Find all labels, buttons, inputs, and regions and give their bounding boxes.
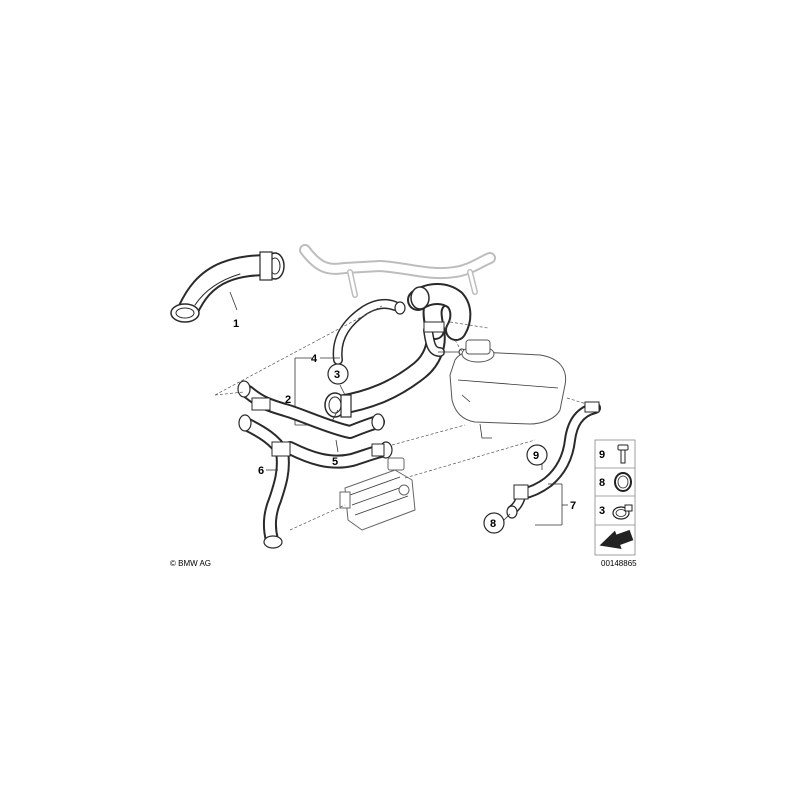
callout-5: 5 xyxy=(332,456,338,468)
copyright-label: © BMW AG xyxy=(170,559,211,568)
drawing-number: 00148865 xyxy=(601,559,637,568)
arrow-icon xyxy=(599,529,634,550)
legend-number-8: 8 xyxy=(599,477,605,489)
part-5-hose xyxy=(237,380,393,469)
part-2-hose xyxy=(324,283,472,418)
callout-4: 4 xyxy=(311,353,318,365)
ghost-upper-pipe xyxy=(299,244,496,298)
callout-3-circle xyxy=(327,363,349,385)
parts-legend: 9 8 3 xyxy=(594,439,636,556)
expansion-tank xyxy=(449,339,591,439)
part-1-upper-hose xyxy=(170,251,285,323)
callout-2: 2 xyxy=(285,394,291,406)
o-ring-icon xyxy=(614,472,632,492)
callout-8-circle xyxy=(483,512,505,534)
callout-1: 1 xyxy=(233,318,239,330)
callout-8: 8 xyxy=(490,518,496,530)
legend-number-3: 3 xyxy=(599,505,605,517)
callout-9: 9 xyxy=(533,450,539,462)
hose-clamp-icon xyxy=(612,504,633,520)
assembly-lines xyxy=(214,305,536,531)
part-4-hose xyxy=(332,298,406,365)
callout-9-circle xyxy=(526,444,548,466)
callout-6: 6 xyxy=(258,465,264,477)
callout-3: 3 xyxy=(334,369,340,381)
legend-number-9: 9 xyxy=(599,449,605,461)
callout-7: 7 xyxy=(570,500,576,512)
part-7-hose xyxy=(506,401,601,519)
heat-exchanger xyxy=(339,457,416,531)
bolt-icon xyxy=(617,444,629,464)
part-6-hose xyxy=(238,414,291,549)
